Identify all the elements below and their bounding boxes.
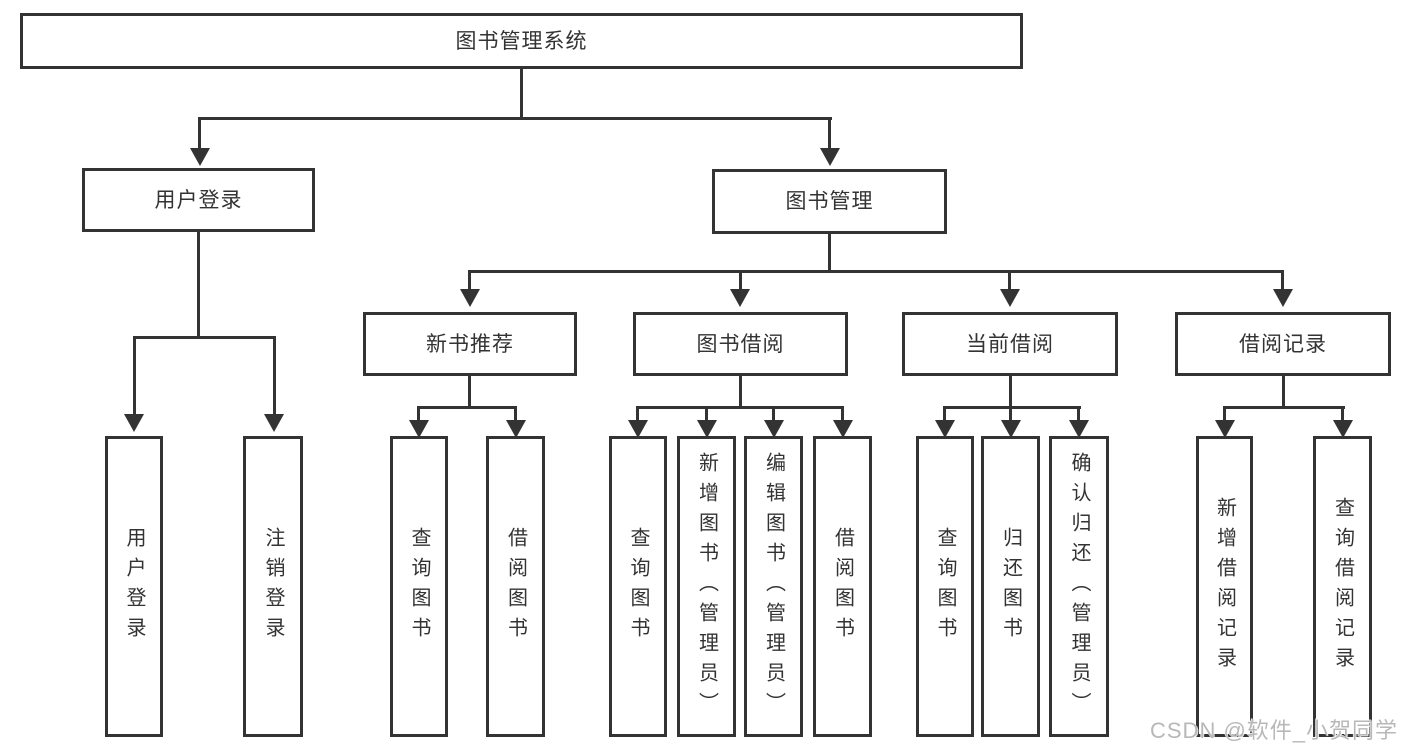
arrowhead-user-login-leaf [124, 414, 144, 432]
connector-root-branch [198, 117, 832, 120]
node-user-login: 用户登录 [82, 168, 315, 232]
arrowhead-query-book-1 [409, 420, 429, 438]
leaf-edit-book-admin: 编辑图书（管理员） [744, 436, 803, 737]
connector-drop-user-login-leaf [133, 339, 136, 415]
connector-drop-query-book-2 [636, 409, 639, 421]
connector-book-borrow-stub [739, 376, 742, 406]
leaf-query-book-3: 查询图书 [916, 436, 974, 737]
connector-drop-current-borrow [1008, 273, 1011, 290]
connector-drop-add-book-admin [705, 409, 708, 421]
leaf-user-login-label: 用户登录 [123, 526, 145, 647]
leaf-query-book-2: 查询图书 [609, 436, 667, 737]
leaf-return-book: 归还图书 [981, 436, 1040, 737]
leaf-query-book-1-label: 查询图书 [408, 526, 430, 647]
leaf-query-book-2-label: 查询图书 [627, 526, 649, 647]
connector-drop-borrow-book-1 [514, 409, 517, 421]
connector-book-management-stub [828, 234, 831, 270]
leaf-edit-book-admin-label: 编辑图书（管理员） [762, 451, 785, 722]
node-book-management: 图书管理 [712, 169, 947, 234]
connector-drop-book-borrow [739, 273, 742, 290]
connector-book-management-branch [468, 270, 1284, 273]
arrowhead-confirm-return [1069, 420, 1089, 438]
leaf-add-book-admin-label: 新增图书（管理员） [695, 451, 718, 722]
connector-root-stub [520, 69, 523, 118]
connector-drop-edit-book-admin [772, 409, 775, 421]
leaf-query-book-3-label: 查询图书 [934, 526, 956, 647]
leaf-borrow-book-1-label: 借阅图书 [504, 526, 527, 647]
connector-drop-confirm-return [1077, 409, 1080, 421]
connector-user-login-stub [197, 232, 200, 336]
node-root-label: 图书管理系统 [455, 29, 588, 53]
arrowhead-borrow-book-2 [833, 420, 853, 438]
connector-borrow-record-branch [1223, 406, 1345, 409]
leaf-add-book-admin: 新增图书（管理员） [677, 436, 736, 737]
arrowhead-add-book-admin [697, 420, 717, 438]
arrowhead-borrow-record [1273, 289, 1293, 307]
arrowhead-logout [264, 414, 284, 432]
connector-borrow-record-stub [1282, 376, 1285, 406]
connector-drop-new-book-recommend [468, 273, 471, 290]
connector-drop-add-borrow-record [1223, 409, 1226, 421]
leaf-add-borrow-record-label: 新增借阅记录 [1213, 496, 1236, 677]
leaf-confirm-return-admin: 确认归还（管理员） [1049, 436, 1109, 737]
leaf-logout-label: 注销登录 [262, 526, 284, 647]
node-borrow-record-label: 借阅记录 [1239, 332, 1327, 356]
leaf-borrow-book-1: 借阅图书 [486, 436, 545, 737]
node-user-login-label: 用户登录 [154, 188, 243, 212]
connector-drop-borrow-record [1281, 273, 1284, 290]
leaf-query-borrow-record-label: 查询借阅记录 [1331, 496, 1354, 677]
node-book-borrow: 图书借阅 [633, 312, 848, 376]
arrowhead-current-borrow [1000, 289, 1020, 307]
leaf-logout: 注销登录 [243, 436, 303, 737]
arrowhead-user-login [190, 148, 210, 166]
leaf-return-book-label: 归还图书 [999, 526, 1022, 647]
connector-book-borrow-branch [636, 406, 844, 409]
connector-current-borrow-branch [943, 406, 1081, 409]
node-borrow-record: 借阅记录 [1175, 312, 1391, 376]
leaf-borrow-book-2-label: 借阅图书 [831, 526, 854, 647]
arrowhead-add-borrow-record [1215, 420, 1235, 438]
node-new-book-recommend-label: 新书推荐 [426, 332, 514, 356]
connector-drop-user-login [198, 120, 201, 150]
node-current-borrow-label: 当前借阅 [966, 332, 1054, 356]
connector-new-book-recommend-branch [417, 406, 517, 409]
leaf-user-login: 用户登录 [105, 436, 163, 737]
arrowhead-edit-book-admin [764, 420, 784, 438]
arrowhead-query-borrow-record [1333, 420, 1353, 438]
arrowhead-book-management [820, 148, 840, 166]
leaf-confirm-return-admin-label: 确认归还（管理员） [1068, 451, 1090, 722]
node-book-borrow-label: 图书借阅 [696, 332, 785, 356]
node-new-book-recommend: 新书推荐 [363, 312, 577, 376]
connector-user-login-branch [133, 336, 276, 339]
leaf-query-book-1: 查询图书 [390, 436, 448, 737]
connector-current-borrow-stub [1009, 376, 1012, 406]
connector-new-book-recommend-stub [468, 376, 471, 406]
connector-drop-return-book [1009, 409, 1012, 421]
arrowhead-borrow-book-1 [506, 420, 526, 438]
connector-drop-query-book-3 [943, 409, 946, 421]
leaf-query-borrow-record: 查询借阅记录 [1313, 436, 1372, 737]
connector-drop-query-borrow-record [1341, 409, 1344, 421]
connector-drop-logout [273, 339, 276, 415]
arrowhead-return-book [1001, 420, 1021, 438]
node-current-borrow: 当前借阅 [902, 312, 1118, 376]
arrowhead-new-book-recommend [460, 289, 480, 307]
leaf-borrow-book-2: 借阅图书 [813, 436, 872, 737]
connector-drop-query-book-1 [417, 409, 420, 421]
connector-drop-book-management [828, 120, 831, 150]
arrowhead-book-borrow [730, 289, 750, 307]
watermark: CSDN @软件_小贺同学 [1150, 718, 1399, 743]
arrowhead-query-book-3 [935, 420, 955, 438]
connector-drop-borrow-book-2 [841, 409, 844, 421]
leaf-add-borrow-record: 新增借阅记录 [1196, 436, 1253, 737]
arrowhead-query-book-2 [628, 420, 648, 438]
node-root: 图书管理系统 [20, 13, 1023, 69]
node-book-management-label: 图书管理 [785, 190, 874, 213]
